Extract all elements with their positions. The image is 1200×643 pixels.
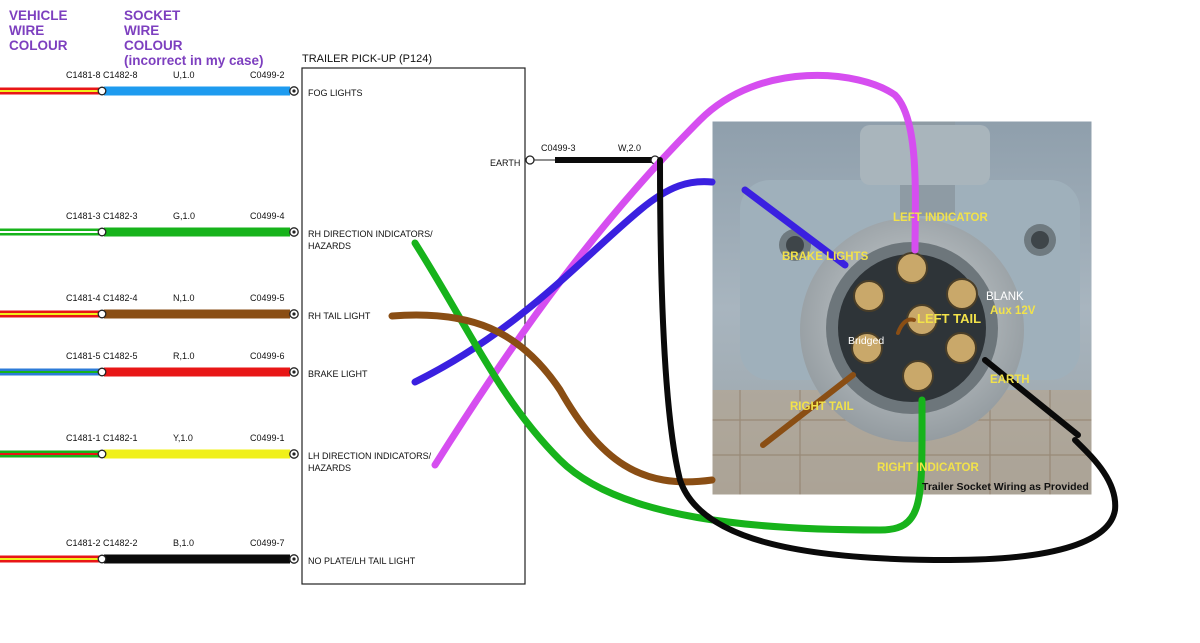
inline-connector: [97, 449, 107, 459]
row-pickup-connector-id: C0499-2: [250, 70, 285, 80]
row-pickup-connector-id: C0499-5: [250, 293, 285, 303]
row-pickup-connector-id: C0499-1: [250, 433, 285, 443]
vehicle-wire-colour-header: VEHICLE WIRE COLOUR: [9, 8, 68, 53]
vehicle-header-line: WIRE: [9, 23, 45, 38]
row-connector-ids: C1481-8 C1482-8: [66, 70, 138, 80]
green-wire: [411, 239, 926, 534]
row-connector-ids: C1481-3 C1482-3: [66, 211, 138, 221]
photo-caption: Trailer Socket Wiring as Provided: [922, 481, 1089, 493]
photo-label-left-indicator: LEFT INDICATOR: [893, 212, 988, 224]
pickup-connector-pin: [292, 370, 296, 374]
pickup-connector-pin: [292, 230, 296, 234]
photo-label-bridged: Bridged: [848, 335, 884, 347]
circuit-row: C1481-3 C1482-3 G,1.0 C0499-4 RH DIRECTION …: [0, 211, 433, 251]
photo-label-blank: BLANK: [986, 291, 1024, 303]
row-connector-ids: C1481-1 C1482-1: [66, 433, 138, 443]
vehicle-header-line: COLOUR: [9, 38, 68, 53]
circuit-label: NO PLATE/LH TAIL LIGHT: [308, 556, 416, 566]
circuit-label: RH DIRECTION INDICATORS/: [308, 229, 433, 239]
row-wire-code: R,1.0: [173, 351, 195, 361]
socket-header-line: SOCKET: [124, 8, 181, 23]
brown-wire: [388, 311, 916, 486]
socket-wire-colour-header: SOCKET WIRE COLOUR (incorrect in my case…: [124, 8, 264, 68]
pickup-connector-pin: [292, 557, 296, 561]
circuit-row: C1481-2 C1482-2 B,1.0 C0499-7 NO PLATE/LH T…: [0, 538, 416, 566]
photo-label-earth: EARTH: [990, 374, 1030, 386]
earth-label: EARTH: [490, 158, 520, 168]
socket-header-line: (incorrect in my case): [124, 53, 264, 68]
circuit-row: C1481-1 C1482-1 Y,1.0 C0499-1 LH DIRECTION …: [0, 433, 432, 473]
vehicle-header-line: VEHICLE: [9, 8, 68, 23]
circuit-label: FOG LIGHTS: [308, 88, 363, 98]
circuit-row: C1481-4 C1482-4 N,1.0 C0499-5 RH TAIL LIGHT: [0, 293, 371, 321]
photo-label-left-tail: LEFT TAIL: [917, 311, 981, 326]
row-connector-ids: C1481-2 C1482-2: [66, 538, 138, 548]
inline-connector: [97, 86, 107, 96]
row-wire-code: U,1.0: [173, 70, 195, 80]
photo-label-right-indicator: RIGHT INDICATOR: [877, 462, 979, 474]
earth-wire: W,2.0: [618, 143, 641, 153]
blue-wire: [411, 178, 849, 386]
row-pickup-connector-id: C0499-7: [250, 538, 285, 548]
pickup-connector-pin: [292, 312, 296, 316]
circuit-label: BRAKE LIGHT: [308, 369, 368, 379]
trailer-pickup-title: TRAILER PICK-UP (P124): [302, 53, 432, 65]
row-connector-ids: C1481-4 C1482-4: [66, 293, 138, 303]
inline-connector: [97, 367, 107, 377]
pickup-connector-pin: [292, 452, 296, 456]
circuit-label-line2: HAZARDS: [308, 463, 351, 473]
circuit-label: RH TAIL LIGHT: [308, 311, 371, 321]
earth-connector: C0499-3: [541, 143, 576, 153]
socket-photo: [711, 120, 1093, 496]
row-wire-code: G,1.0: [173, 211, 195, 221]
row-connector-ids: C1481-5 C1482-5: [66, 351, 138, 361]
circuit-label: LH DIRECTION INDICATORS/: [308, 451, 432, 461]
photo-label-right-tail: RIGHT TAIL: [790, 401, 854, 413]
inline-connector: [97, 554, 107, 564]
photo-label-brake-lights: BRAKE LIGHTS: [782, 251, 869, 263]
pickup-connector-pin: [292, 89, 296, 93]
inline-connector: [97, 309, 107, 319]
photo-label-aux: Aux 12V: [990, 305, 1036, 317]
row-wire-code: B,1.0: [173, 538, 194, 548]
purple-wire: [431, 71, 919, 469]
row-wire-code: Y,1.0: [173, 433, 193, 443]
circuit-label-line2: HAZARDS: [308, 241, 351, 251]
row-pickup-connector-id: C0499-6: [250, 351, 285, 361]
socket-header-line: WIRE: [124, 23, 160, 38]
earth-connection: EARTH C0499-3 W,2.0: [490, 143, 660, 168]
black-earth-wire: [657, 157, 1119, 564]
socket-header-line: COLOUR: [124, 38, 183, 53]
row-wire-code: N,1.0: [173, 293, 195, 303]
row-pickup-connector-id: C0499-4: [250, 211, 285, 221]
inline-connector: [97, 227, 107, 237]
